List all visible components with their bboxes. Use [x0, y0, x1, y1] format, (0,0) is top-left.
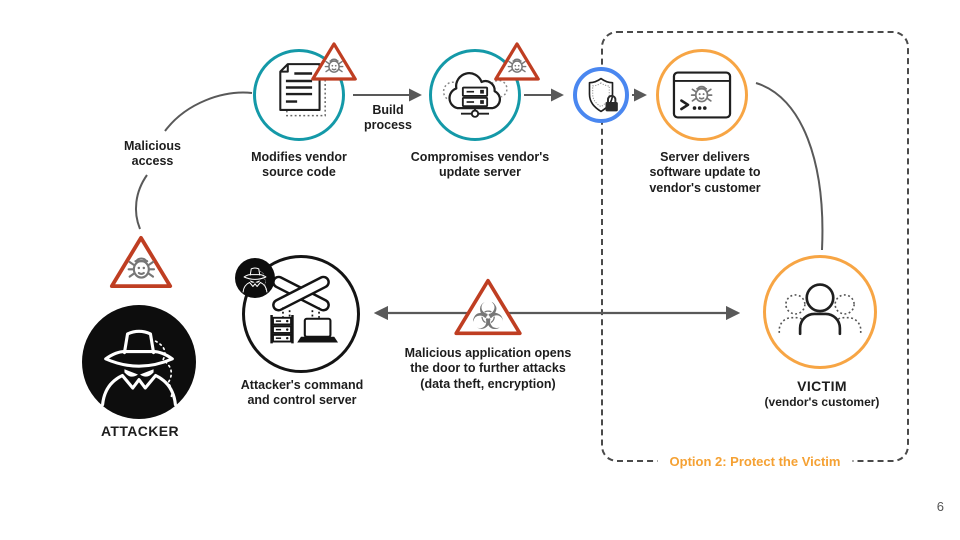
page-number: 6 — [936, 499, 944, 514]
spy-icon — [242, 267, 268, 293]
malware-warning-icon — [311, 42, 357, 81]
option2-label: Option 2: Protect the Victim — [657, 454, 853, 469]
attacker-label: ATTACKER — [100, 423, 180, 439]
node-protection-shield — [573, 67, 629, 123]
further-attacks-label: Malicious application opens the door to … — [404, 346, 572, 391]
option2-protect-victim-box: Option 2: Protect the Victim — [601, 31, 909, 469]
document-icon — [279, 63, 326, 117]
delivery-label: Server delivers software update to vendo… — [649, 150, 761, 195]
biohazard-warning-icon: ☣ — [454, 278, 522, 338]
terminal-malware-icon — [672, 71, 732, 119]
victim-label: VICTIM (vendor's customer) — [764, 378, 880, 410]
node-attacker — [82, 305, 196, 419]
shield-lock-icon — [588, 77, 618, 113]
user-group-icon — [778, 283, 862, 336]
svg-text:☣: ☣ — [471, 294, 505, 338]
cloud-server-icon — [442, 72, 508, 118]
spy-icon — [101, 329, 177, 407]
malicious-access-label: Malicious access — [124, 139, 181, 169]
update-server-label: Compromises vendor's update server — [410, 150, 550, 180]
curve-attacker-to-malicious-access — [134, 174, 148, 230]
node-victim — [763, 255, 877, 369]
malware-warning-icon — [494, 42, 540, 81]
cc-attacker-badge — [235, 258, 275, 298]
node-update-delivery — [656, 49, 748, 141]
build-process-label: Build process — [364, 103, 412, 133]
command-control-icon — [270, 275, 339, 344]
source-code-label: Modifies vendor source code — [251, 150, 347, 180]
curve-malicious-access-to-source — [164, 91, 253, 132]
cc-server-label: Attacker's command and control server — [240, 378, 364, 408]
malware-warning-icon — [109, 235, 173, 289]
